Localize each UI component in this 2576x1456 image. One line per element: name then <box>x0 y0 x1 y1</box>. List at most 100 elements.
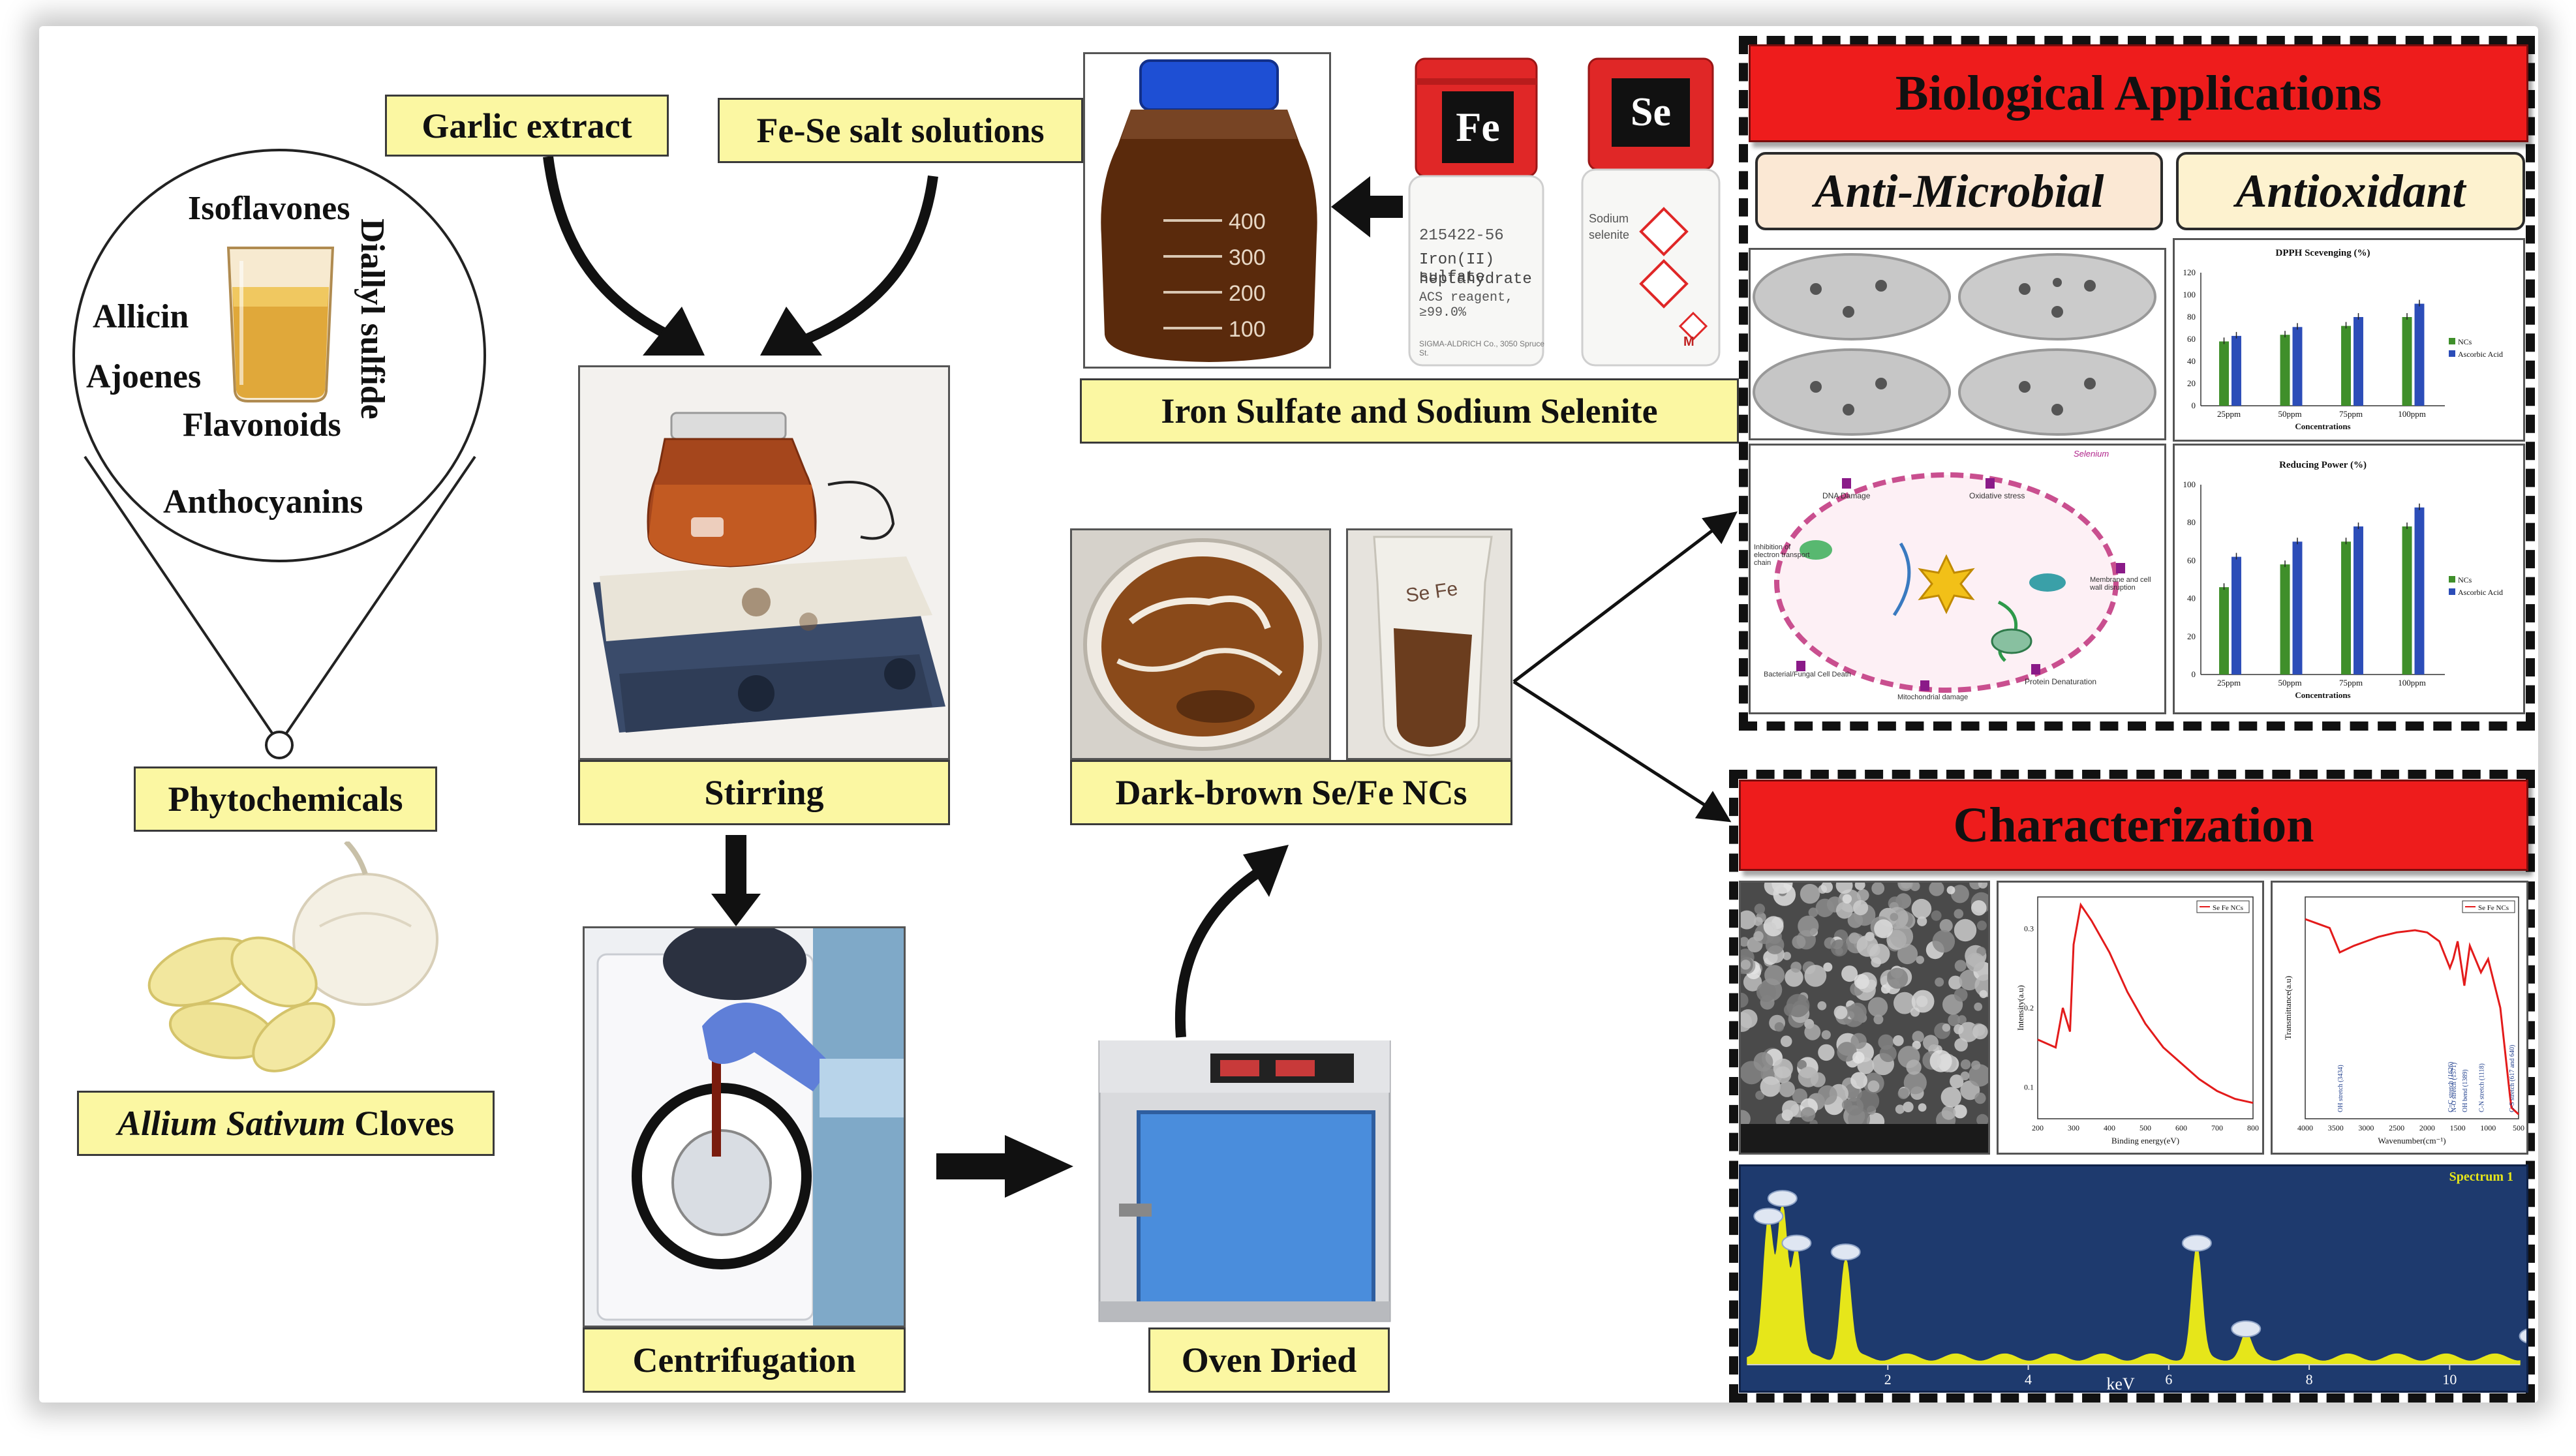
fe-label-line1: Iron(II) sulfate <box>1419 251 1495 286</box>
y-tick-label: 20 <box>2187 631 2196 641</box>
sem-particle <box>1971 900 1987 916</box>
eds-peak-marker <box>1781 1234 1812 1252</box>
jar-mark-200: 200 <box>1229 281 1266 306</box>
sem-particle <box>1739 937 1749 947</box>
legend-label: NCs <box>2458 575 2472 584</box>
sem-particle <box>1941 1106 1956 1120</box>
mechanism-panel: Selenium DNA Damage Oxidative stress Mem… <box>1749 444 2166 714</box>
sem-particle <box>1966 952 1985 972</box>
sem-particle <box>1850 1072 1867 1089</box>
x-tick-label: 1500 <box>2450 1123 2466 1132</box>
bar-ncs <box>2402 317 2412 406</box>
fe-label-line3: ACS reagent, ≥99.0% <box>1419 290 1514 320</box>
sem-particle <box>1954 909 1964 919</box>
svg-text:M: M <box>1683 335 1694 349</box>
sem-particle <box>1950 885 1969 903</box>
garlic-extract-label: Garlic extract <box>385 95 669 157</box>
x-tick-label: 800 <box>2247 1123 2259 1132</box>
eds-tick-label: 8 <box>2306 1371 2313 1388</box>
y-tick-label: 0 <box>2192 401 2196 410</box>
ftir-annotation: C=C stretch (1626) <box>2447 1062 2455 1112</box>
eds-tick-label: 6 <box>2165 1371 2172 1388</box>
sem-particle <box>1850 1033 1867 1049</box>
plot-frame <box>2305 896 2519 1119</box>
biological-title: Biological Applications <box>1749 44 2528 142</box>
arrowhead-oven <box>1243 845 1289 897</box>
sem-particle <box>1783 952 1791 960</box>
sem-particle <box>1879 1044 1897 1063</box>
bar-ncs <box>2280 335 2290 406</box>
bar-ascorbic-acid <box>2354 526 2363 675</box>
sem-particle <box>1911 898 1932 919</box>
sem-particle <box>1903 1101 1914 1113</box>
sem-particle <box>1737 910 1756 930</box>
sem-particle <box>1835 902 1853 919</box>
sem-particle <box>1830 939 1848 957</box>
x-tick-label: 300 <box>2068 1123 2079 1132</box>
x-tick-label: 2500 <box>2389 1123 2404 1132</box>
sem-particle <box>1917 916 1927 926</box>
sem-particle <box>1833 1005 1848 1020</box>
sem-particle <box>1792 1088 1807 1104</box>
y-tick-label: 120 <box>2183 267 2196 277</box>
jar-mark-300: 300 <box>1229 245 1266 270</box>
eds-title: Spectrum 1 <box>2449 1170 2513 1184</box>
sem-particle <box>1779 1081 1795 1097</box>
arrow-garlic-to-stirring <box>543 156 694 351</box>
sem-particle <box>1954 960 1967 972</box>
plot-frame <box>2037 896 2254 1119</box>
sem-particle <box>1848 1003 1867 1022</box>
product-petri-photo <box>1070 528 1331 760</box>
sem-particle <box>1815 898 1834 917</box>
sem-particle <box>1780 1035 1792 1048</box>
sem-particle <box>1856 935 1878 957</box>
sem-particle <box>1773 1058 1793 1078</box>
arrowhead-salt <box>760 307 822 356</box>
mech-label-membrane: Membrane and cell wall disruption <box>2090 576 2151 592</box>
fe-label-code: 215422-56 <box>1419 227 1504 245</box>
sem-particle <box>1929 1050 1952 1072</box>
sem-particle <box>1854 974 1869 990</box>
y-tick-label: 0.3 <box>2024 924 2034 933</box>
sem-particle <box>1753 931 1764 941</box>
sem-particle <box>1948 1014 1961 1027</box>
sem-particle <box>1935 977 1944 987</box>
sem-particle <box>1954 1024 1964 1035</box>
sem-particle <box>1854 879 1865 890</box>
arrow-salt-to-stirring <box>788 175 938 351</box>
sem-particle <box>1786 993 1810 1018</box>
ftir-annotation: C-N stretch (1118) <box>2478 1063 2485 1112</box>
sem-particle <box>1753 1052 1773 1072</box>
legend-box <box>2462 900 2515 913</box>
y-tick-label: 0.2 <box>2024 1003 2034 1012</box>
funnel-tip-circle <box>265 731 294 759</box>
oven-photo <box>1093 1039 1396 1327</box>
phyto-allicin: Allicin <box>93 298 189 335</box>
sem-particle <box>1765 935 1785 954</box>
sem-particle <box>1893 1035 1904 1046</box>
bar-ascorbic-acid <box>2292 541 2303 675</box>
sem-particle <box>1929 881 1944 896</box>
bar-ncs <box>2341 326 2352 406</box>
sem-particle <box>1940 1087 1961 1108</box>
sem-particle <box>1894 992 1916 1014</box>
fe-bottle: Fe 215422-56 Iron(II) sulfate heptahydra… <box>1406 52 1546 372</box>
sem-particle <box>1763 916 1784 937</box>
sem-particle <box>1818 1044 1835 1061</box>
sem-particle <box>1968 1064 1991 1087</box>
bar-ascorbic-acid <box>2292 327 2303 406</box>
legend-swatch <box>2449 576 2455 583</box>
x-tick-label: 100ppm <box>2398 409 2426 419</box>
sem-particle <box>1841 965 1858 982</box>
eds-x-axis-label: keV <box>2106 1374 2135 1391</box>
x-tick-label: 700 <box>2211 1123 2223 1132</box>
fe-cap-symbol: Fe <box>1456 104 1500 150</box>
sem-particle <box>1755 1091 1765 1100</box>
sem-particle <box>1800 1107 1816 1122</box>
sem-particle <box>1774 1022 1785 1032</box>
arrow-to-characterization <box>1512 680 1732 823</box>
